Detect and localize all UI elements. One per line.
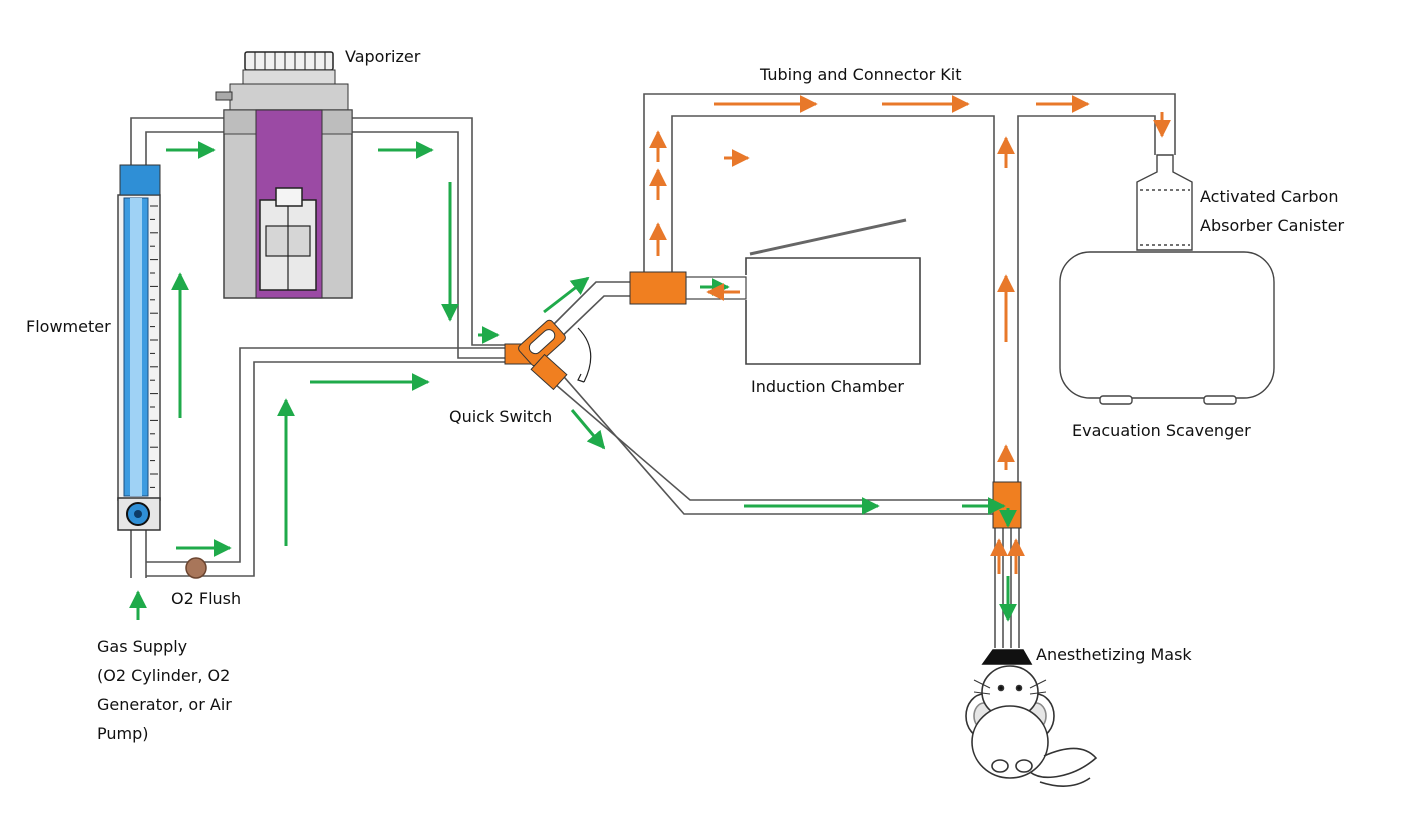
label-carbon-line1: Activated Carbon	[1200, 187, 1339, 206]
label-vaporizer: Vaporizer	[345, 47, 421, 66]
label-induction-chamber: Induction Chamber	[751, 377, 904, 396]
label-tubing-kit: Tubing and Connector Kit	[760, 65, 962, 84]
label-gas-supply-line: Gas Supply	[97, 637, 188, 656]
fresh-gas-arrows	[129, 141, 1017, 622]
label-gas-supply-line: Generator, or Air	[97, 695, 232, 714]
label-carbon-line2: Absorber Canister	[1200, 216, 1345, 235]
tubing	[130, 93, 1176, 648]
flow-arrow	[543, 276, 590, 314]
scavenger-icon	[1059, 251, 1275, 405]
label-flowmeter: Flowmeter	[26, 317, 111, 336]
vaporizer-icon	[215, 51, 353, 299]
flush-valve-icon	[185, 557, 207, 579]
mouse-icon	[965, 649, 1098, 787]
label-gas-supply: Gas Supply (O2 Cylinder, O2 Generator, o…	[97, 632, 232, 748]
label-carbon-canister: Activated Carbon Absorber Canister	[1200, 182, 1344, 240]
flowmeter-icon	[117, 164, 161, 531]
label-gas-supply-line: (O2 Cylinder, O2	[97, 666, 231, 685]
flow-arrow	[570, 409, 606, 450]
label-o2-flush: O2 Flush	[171, 589, 242, 608]
induction-chamber-icon	[629, 218, 921, 365]
label-gas-supply-line: Pump)	[97, 724, 149, 743]
quick-switch-icon	[504, 319, 592, 391]
label-quick-switch: Quick Switch	[449, 407, 553, 426]
waste-gas-arrows	[649, 95, 1171, 574]
label-mask: Anesthetizing Mask	[1036, 645, 1192, 664]
label-scavenger: Evacuation Scavenger	[1072, 421, 1251, 440]
carbon-canister-icon	[1136, 154, 1193, 251]
